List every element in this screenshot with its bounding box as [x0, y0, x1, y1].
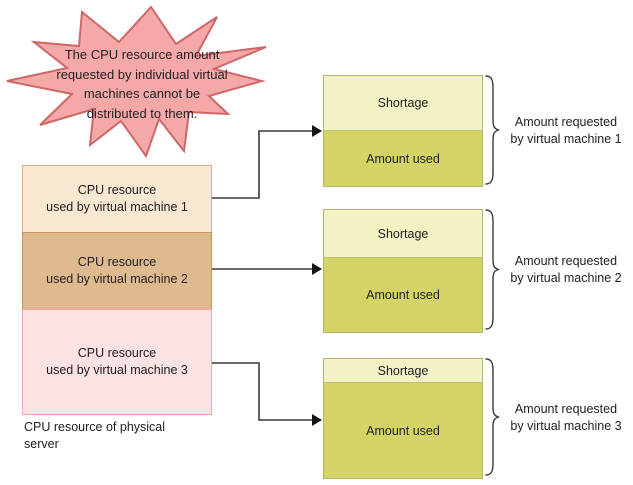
callout-starburst: The CPU resource amount requested by ind… [4, 4, 270, 160]
request-label-vm2: Amount requested by virtual machine 2 [510, 253, 622, 286]
shortage-section-vm1: Shortage [324, 76, 482, 130]
request-box-vm3: Shortage Amount used [323, 358, 483, 479]
brace-vm3 [485, 358, 500, 476]
starburst-shape-svg [6, 5, 267, 159]
arrow-vm3-line [212, 362, 313, 421]
shortage-section-vm2: Shortage [324, 210, 482, 257]
request-box-vm1: Shortage Amount used [323, 75, 483, 187]
used-section-vm1: Amount used [324, 130, 482, 186]
shortage-section-vm3: Shortage [324, 359, 482, 382]
request-label-vm3: Amount requested by virtual machine 3 [510, 401, 622, 434]
request-box-vm2: Shortage Amount used [323, 209, 483, 333]
brace-vm2 [485, 209, 500, 330]
brace-vm1 [485, 75, 500, 185]
segment-vm1: CPU resource used by virtual machine 1 [22, 165, 212, 233]
used-section-vm2: Amount used [324, 257, 482, 332]
physical-server-column: CPU resource used by virtual machine 1 C… [22, 165, 212, 415]
segment-vm3: CPU resource used by virtual machine 3 [22, 309, 212, 415]
physical-server-caption: CPU resource of physical server [24, 420, 166, 451]
segment-vm2: CPU resource used by virtual machine 2 [22, 232, 212, 310]
callout-text: The CPU resource amount requested by ind… [56, 47, 228, 121]
arrow-vm3-head [312, 414, 322, 426]
starburst-polygon [6, 5, 267, 159]
used-section-vm3: Amount used [324, 382, 482, 478]
arrow-vm2-head [312, 263, 322, 275]
request-label-vm1: Amount requested by virtual machine 1 [510, 114, 622, 147]
arrow-vm1-head [312, 125, 322, 137]
